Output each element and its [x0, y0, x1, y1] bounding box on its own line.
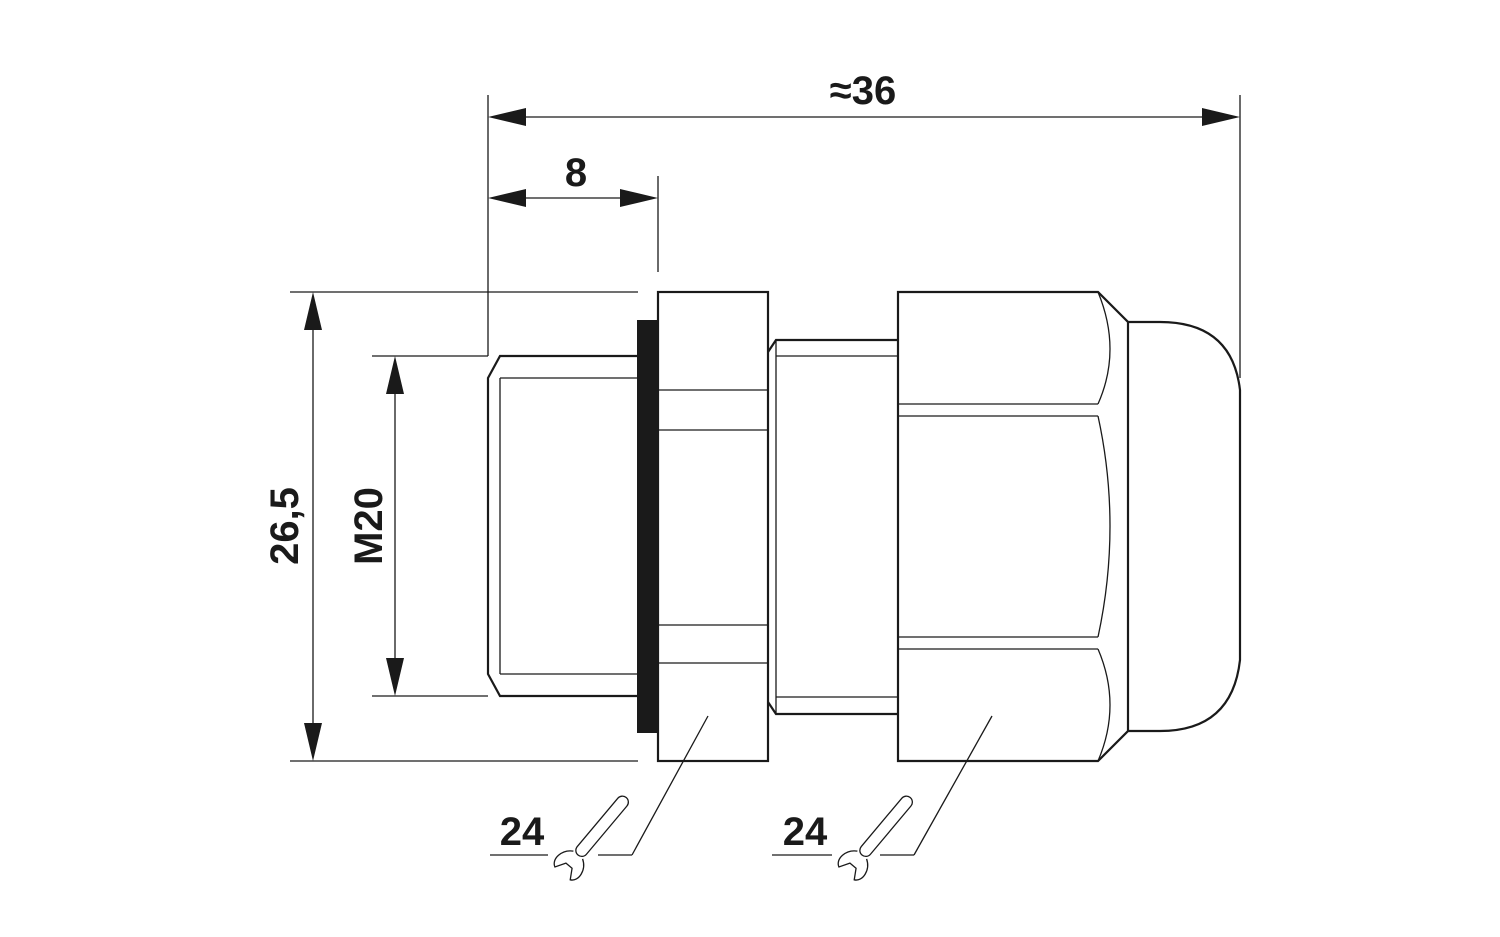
wrench-callout-right: 24	[772, 715, 993, 881]
dimension-overall-length: ≈36	[487, 69, 1241, 378]
dimension-thread-length: 8	[488, 151, 659, 272]
thread-size-label: M20	[347, 487, 391, 565]
lock-nut	[656, 290, 770, 763]
dimension-nut-height: 26,5	[263, 291, 638, 762]
dimension-thread-size: M20	[347, 355, 488, 697]
wrench-size-right-label: 24	[783, 810, 828, 854]
sealing-washer	[637, 320, 658, 733]
male-thread	[486, 354, 638, 698]
cap-nut	[896, 290, 1130, 763]
wrench-callout-left: 24	[490, 715, 709, 881]
dome-seal	[1128, 320, 1242, 733]
overall-length-label: ≈36	[830, 69, 896, 113]
nut-height-label: 26,5	[263, 487, 307, 565]
body-neck	[767, 338, 898, 716]
thread-length-label: 8	[565, 151, 587, 195]
wrench-size-left-label: 24	[500, 810, 545, 854]
wrench-icon	[837, 795, 914, 881]
wrench-icon	[553, 795, 630, 881]
